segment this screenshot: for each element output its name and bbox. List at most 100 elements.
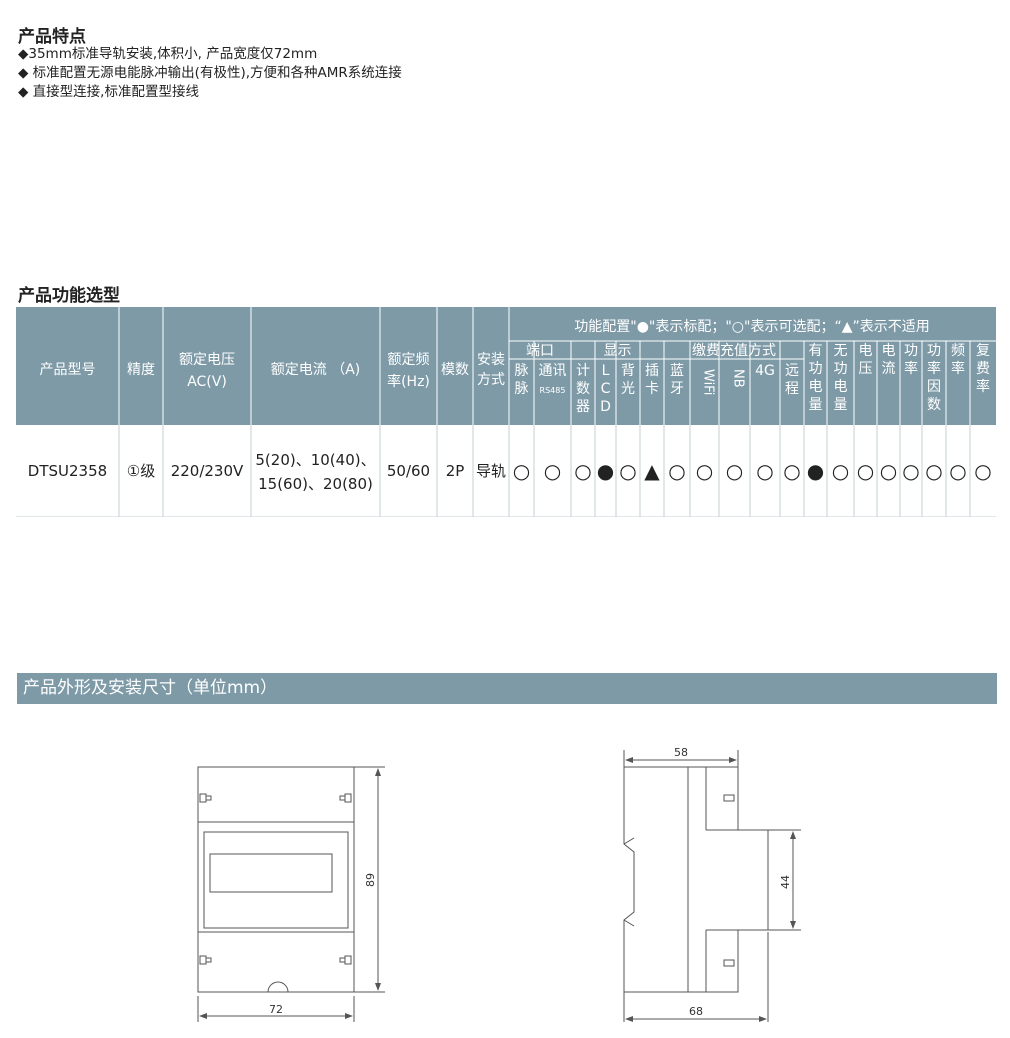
side-view-drawing: 58 68 44 <box>623 746 801 1022</box>
cell-accuracy: ①级 <box>127 462 155 480</box>
sub-header: NB <box>731 369 746 388</box>
front-height-label: 89 <box>364 873 377 887</box>
lcd-window <box>209 853 333 893</box>
sub-header: 复 <box>976 342 990 359</box>
col-voltage: AC(V) <box>187 374 227 390</box>
sub-header: 数 <box>927 397 941 413</box>
sub-header: C <box>601 381 611 397</box>
sub-header: 脉 <box>515 363 529 379</box>
sub-header: 功 <box>834 361 848 377</box>
feature-mark: ○ <box>974 459 991 483</box>
sub-header: 率 <box>976 378 990 395</box>
side-top-width-label: 58 <box>674 746 688 759</box>
cell-current: 5(20)、10(40)、 <box>255 451 375 469</box>
cell-modules: 2P <box>446 462 465 480</box>
col-current: 额定电流 （A) <box>271 362 361 378</box>
feature-mark: ○ <box>832 459 849 483</box>
sub-header: 电 <box>834 379 848 395</box>
sub-header: 无 <box>834 343 848 359</box>
feature-mark: ○ <box>902 459 919 483</box>
sub-header: D <box>600 399 611 415</box>
sub-header: 数 <box>576 381 590 397</box>
feature-mark: ○ <box>513 459 530 483</box>
sub-header: 卡 <box>645 381 659 397</box>
sub-header: 频 <box>951 343 965 359</box>
features-title: 产品特点 <box>18 27 86 47</box>
feature-mark: ○ <box>726 459 743 483</box>
col-model: 产品型号 <box>40 362 96 378</box>
col-mounting: 安装 <box>477 352 505 368</box>
sub-header: 功 <box>809 361 823 377</box>
sub-header: 远 <box>785 363 799 379</box>
feature-item: ◆ 标准配置无源电能脉冲输出(有极性),方便和各种AMR系统连接 <box>18 65 402 81</box>
feature-mark: ○ <box>544 459 561 483</box>
feature-mark: ○ <box>857 459 874 483</box>
sub-header: 量 <box>834 397 848 413</box>
sub-header: 蓝 <box>670 363 684 379</box>
side-bottom-width-label: 68 <box>689 1005 703 1018</box>
feature-mark: ○ <box>880 459 897 483</box>
sub-header: 光 <box>621 381 635 397</box>
sub-header: 电 <box>859 343 873 359</box>
sub-header: 因 <box>927 379 941 395</box>
group-payment: 缴费充值方式 <box>692 343 776 359</box>
sub-header: 计 <box>576 363 590 379</box>
col-modules: 模数 <box>441 362 469 378</box>
feature-mark: ○ <box>668 459 685 483</box>
sub-header: WiFi <box>701 369 716 395</box>
cell-current: 15(60)、20(80) <box>258 475 373 493</box>
sub-header: 脉 <box>515 381 529 397</box>
feature-item: ◆ 直接型连接,标准配置型接线 <box>18 84 199 100</box>
group-port: 端口 <box>526 343 554 359</box>
sub-header: 流 <box>882 361 896 377</box>
feature-mark: ● <box>807 459 824 483</box>
col-voltage: 额定电压 <box>179 352 235 368</box>
group-display: 显示 <box>604 343 632 359</box>
feature-item: ◆35mm标准导轨安装,体积小, 产品宽度仅72mm <box>18 46 318 62</box>
cell-frequency: 50/60 <box>387 462 430 480</box>
feature-list: ◆35mm标准导轨安装,体积小, 产品宽度仅72mm ◆ 标准配置无源电能脉冲输… <box>18 45 402 102</box>
sub-header: 器 <box>576 399 590 415</box>
sub-header: 背 <box>621 363 635 379</box>
sub-header: 率 <box>927 360 941 377</box>
col-accuracy: 精度 <box>127 362 155 378</box>
sub-header: 功 <box>927 343 941 359</box>
sub-header: 程 <box>785 381 799 397</box>
sub-header: 牙 <box>670 381 684 397</box>
front-outline <box>197 766 355 993</box>
feature-mark: ○ <box>925 459 942 483</box>
selection-table: 产品型号精度额定电压AC(V)额定电流 （A)额定频率(Hz)模数安装方式功能配… <box>16 307 996 517</box>
feature-mark: ○ <box>756 459 773 483</box>
sub-header: 压 <box>859 361 873 377</box>
front-view-drawing: 89 72 <box>197 766 385 1022</box>
table-header-bg <box>16 307 996 425</box>
feature-mark: ○ <box>949 459 966 483</box>
sub-header: 电 <box>809 379 823 395</box>
sub-header: 功 <box>904 343 918 359</box>
sub-header: L <box>602 363 610 379</box>
sub-header: 率 <box>904 360 918 377</box>
sub-header: 通讯 <box>539 363 567 379</box>
sub-header: 率 <box>951 360 965 377</box>
sub-header: 有 <box>809 343 823 359</box>
screw-terminal-icon <box>199 793 352 965</box>
cell-model: DTSU2358 <box>28 462 107 480</box>
dimensions-title: 产品外形及安装尺寸（单位mm） <box>17 673 997 704</box>
front-width-label: 72 <box>269 1003 283 1016</box>
feature-mark: ▲ <box>644 459 660 483</box>
front-window <box>203 831 349 929</box>
feature-mark: ○ <box>574 459 591 483</box>
sub-header: 电 <box>882 343 896 359</box>
sub-header: RS485 <box>540 386 566 395</box>
sub-header: 插 <box>645 363 659 379</box>
col-mounting: 方式 <box>477 372 505 388</box>
col-frequency: 额定频 <box>388 352 430 368</box>
feature-mark: ○ <box>619 459 636 483</box>
sub-header: 量 <box>809 397 823 413</box>
side-step-height-label: 44 <box>779 875 792 889</box>
cell-voltage: 220/230V <box>171 462 244 480</box>
feature-mark: ● <box>597 459 614 483</box>
selection-title: 产品功能选型 <box>18 286 120 306</box>
col-frequency: 率(Hz) <box>387 373 430 390</box>
side-outline <box>623 766 769 993</box>
